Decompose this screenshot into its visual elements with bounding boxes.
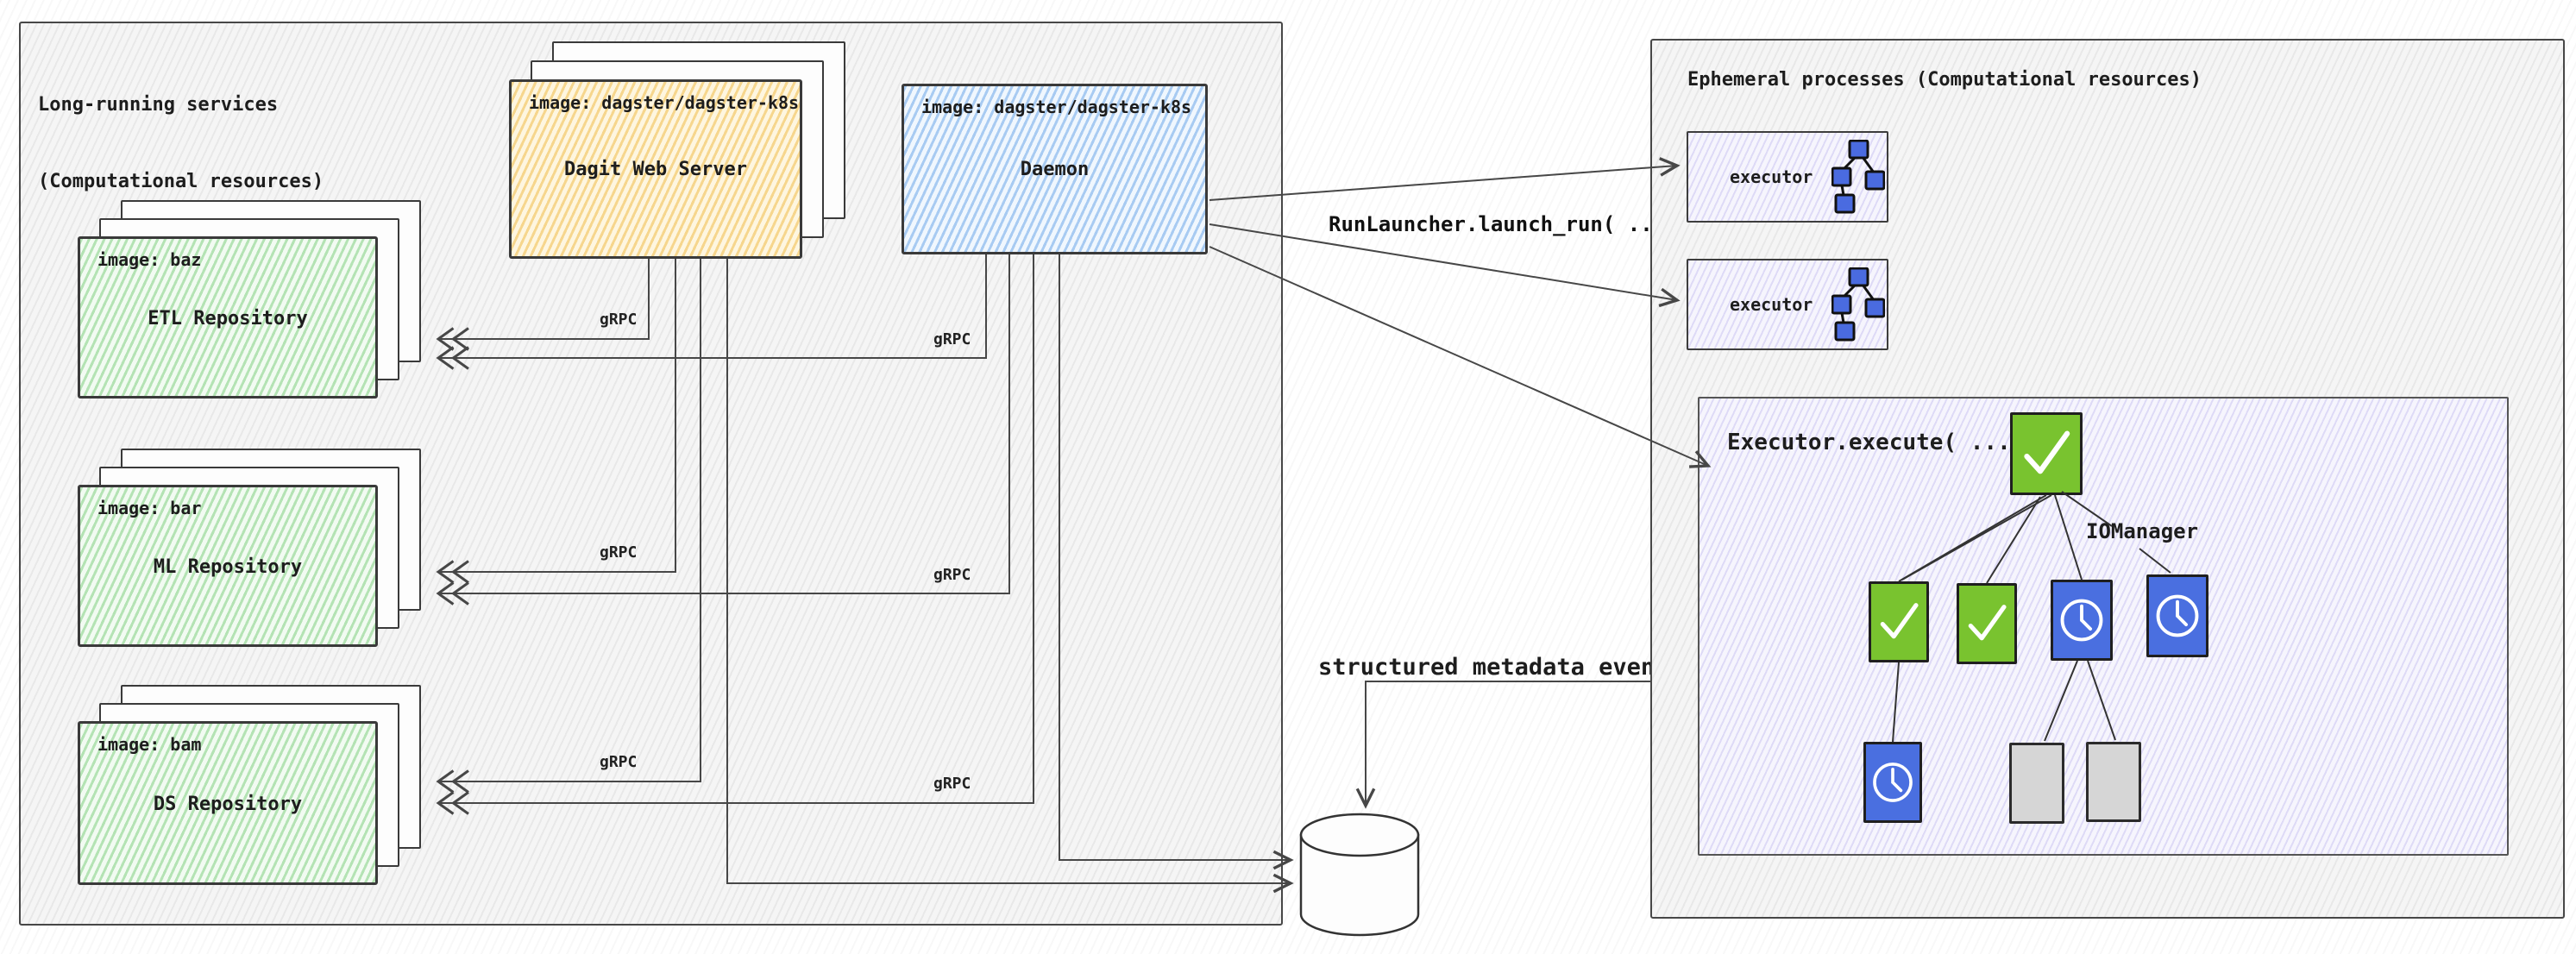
step-node-pending-2 (2146, 574, 2208, 657)
check-icon (2024, 430, 2070, 474)
run-launcher-label: RunLauncher.launch_run( ... ) (1329, 212, 1691, 236)
daemon-image-label: image: dagster/dagster-k8s (921, 97, 1192, 117)
database-cylinder (1299, 813, 1420, 937)
long-running-title-line1: Long-running services (38, 94, 279, 116)
long-running-title-line2: (Computational resources) (38, 171, 324, 193)
grpc-label-daemon-ds: gRPC (933, 775, 971, 793)
daemon-box: image: dagster/dagster-k8s Daemon (902, 84, 1208, 254)
dagit-web-server-box: image: dagster/dagster-k8s Dagit Web Ser… (509, 79, 802, 259)
grpc-label-daemon-etl: gRPC (933, 330, 971, 348)
clock-icon (2156, 594, 2199, 637)
etl-repository-box: image: baz ETL Repository (78, 236, 378, 399)
executor-2-label: executor (1730, 294, 1813, 315)
grpc-label-dagit-etl: gRPC (600, 311, 638, 329)
step-node-empty-2 (2086, 742, 2141, 822)
grpc-label-dagit-ds: gRPC (600, 753, 638, 771)
step-node-success-2 (1957, 583, 2017, 664)
dag-icon (1831, 140, 1886, 214)
executor-1-label: executor (1730, 166, 1813, 187)
daemon-name: Daemon (1020, 159, 1090, 181)
check-icon (1880, 603, 1919, 639)
clock-icon (1873, 763, 1913, 802)
grpc-label-daemon-ml: gRPC (933, 566, 971, 584)
grpc-label-dagit-ml: gRPC (600, 543, 638, 562)
executor-box-1: executor (1687, 131, 1888, 223)
ds-repository-box: image: bam DS Repository (78, 721, 378, 885)
ephemeral-title: Ephemeral processes (Computational resou… (1687, 69, 2202, 91)
run-launcher-arrow-3 (1209, 246, 1712, 468)
iomanager-label: IOManager (2086, 519, 2199, 543)
etl-repository-name: ETL Repository (148, 308, 308, 330)
step-node-pending-3 (1863, 742, 1922, 823)
database-label: Database (1315, 876, 1404, 900)
clock-icon (2060, 599, 2103, 642)
long-running-title: Long-running services (Computational res… (38, 41, 324, 247)
ml-repository-name: ML Repository (153, 556, 303, 579)
metadata-events-label: structured metadata events (1318, 654, 1683, 681)
dag-icon (1831, 267, 1886, 342)
check-icon (1968, 605, 2007, 641)
executor-execute-title: Executor.execute( ... ) (1727, 430, 2039, 455)
dagit-name: Dagit Web Server (564, 158, 747, 180)
step-node-success-1 (1869, 581, 1929, 662)
step-node-root-success (2010, 412, 2083, 495)
executor-box-2: executor (1687, 259, 1888, 350)
metadata-events-line (1355, 681, 1650, 809)
ml-repository-box: image: bar ML Repository (78, 485, 378, 647)
etl-image-label: image: baz (97, 249, 202, 270)
ml-image-label: image: bar (97, 498, 202, 518)
step-node-empty-1 (2009, 743, 2064, 824)
dagit-image-label: image: dagster/dagster-k8s (529, 92, 800, 113)
ds-image-label: image: bam (97, 734, 202, 755)
ds-repository-name: DS Repository (153, 793, 303, 815)
step-node-pending-1 (2051, 580, 2113, 661)
